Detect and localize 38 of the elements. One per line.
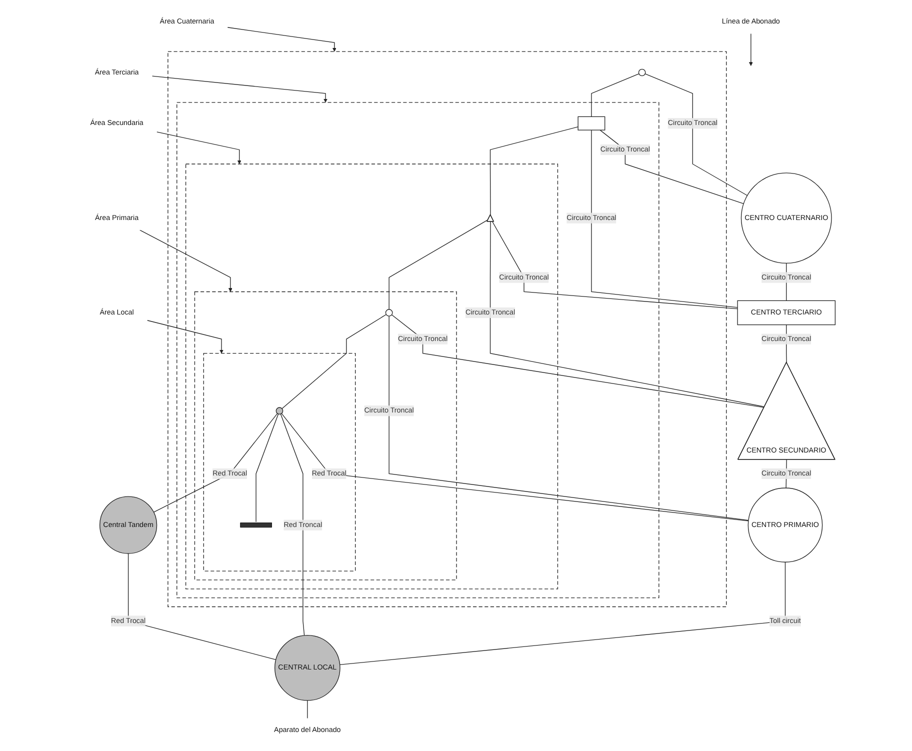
node-circle: [99, 496, 158, 554]
connector: [388, 315, 749, 520]
connector: [388, 218, 488, 310]
connector: [307, 700, 308, 718]
connector: [128, 552, 276, 660]
arrow: [227, 26, 336, 52]
connector: [492, 220, 738, 309]
connector: [600, 129, 744, 204]
connector: [282, 314, 387, 408]
cluster: [176, 102, 660, 598]
connector: [281, 412, 749, 521]
connector: [591, 72, 640, 117]
connector: [153, 412, 278, 512]
connector: [490, 126, 578, 215]
node-box: [578, 116, 606, 130]
node-circle: [274, 634, 340, 700]
connector: [256, 413, 279, 522]
cluster: [185, 163, 558, 589]
connector: [391, 314, 764, 408]
node-circle: [748, 487, 823, 562]
connector: [280, 413, 305, 636]
connector: [591, 129, 738, 308]
node-circle: [740, 172, 832, 264]
cluster: [203, 352, 356, 571]
cluster: [194, 290, 457, 580]
arrow: [748, 32, 753, 66]
connector: [644, 72, 748, 196]
arrow: [140, 229, 232, 292]
node-circle: [638, 68, 646, 76]
node-box: [737, 300, 836, 325]
arrow: [152, 75, 328, 102]
node-circle: [276, 406, 284, 414]
cluster: [168, 50, 727, 607]
connector: [490, 220, 765, 407]
connector: [340, 561, 786, 665]
arrow: [156, 131, 242, 164]
arrow: [146, 320, 224, 354]
node-circle: [385, 308, 393, 316]
